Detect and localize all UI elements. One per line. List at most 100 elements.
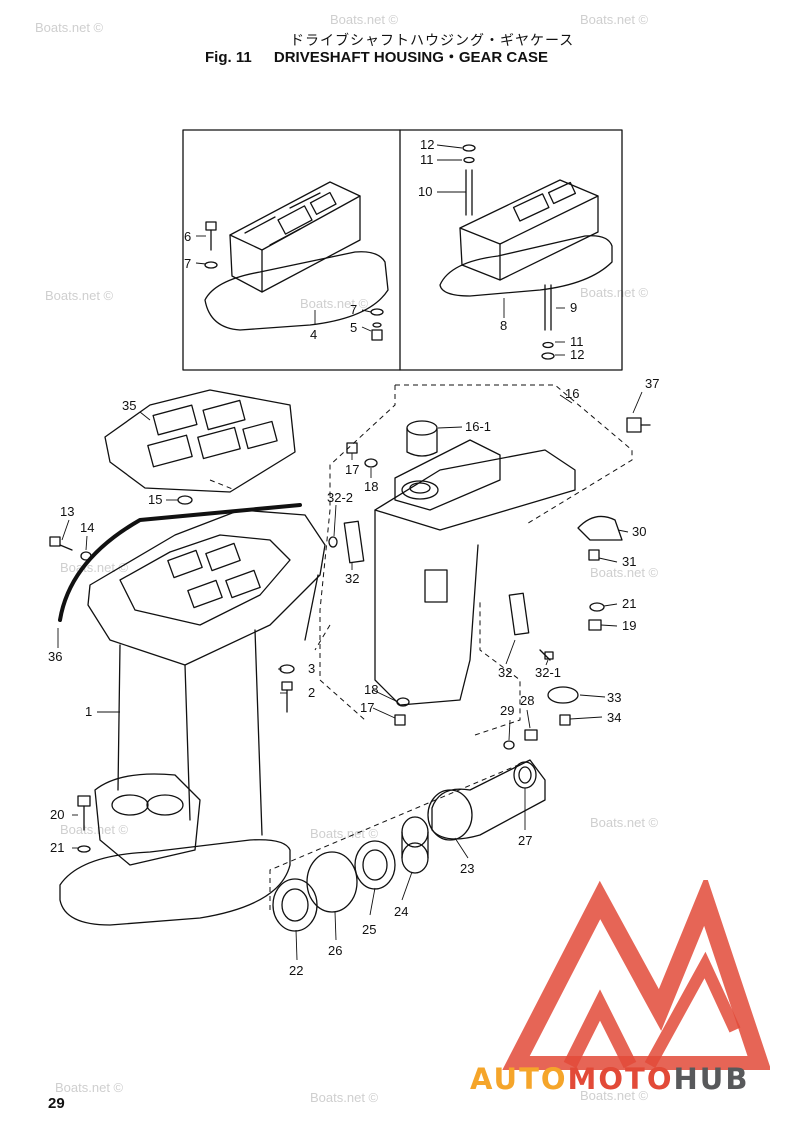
inset-frame bbox=[182, 129, 623, 371]
callout-11: 11 bbox=[420, 152, 434, 167]
bearing-25 bbox=[354, 840, 396, 890]
callout-12: 12 bbox=[570, 347, 584, 362]
watermark: Boats.net © bbox=[60, 822, 129, 837]
callout-24: 24 bbox=[394, 904, 408, 919]
bolt-13 bbox=[49, 536, 73, 551]
trim-tab-30 bbox=[577, 515, 623, 541]
brand-part-hub: HUB bbox=[673, 1062, 750, 1096]
callout-30: 30 bbox=[632, 524, 646, 539]
bolt-32-1 bbox=[539, 649, 554, 661]
callout-9: 9 bbox=[570, 300, 577, 315]
bolt-34 bbox=[559, 714, 571, 726]
watermark: Boats.net © bbox=[580, 12, 649, 27]
callout-31: 31 bbox=[622, 554, 636, 569]
callout-23: 23 bbox=[460, 861, 474, 876]
page-number: 29 bbox=[48, 1095, 65, 1112]
bearing-22 bbox=[272, 878, 318, 932]
inset-stud-10 bbox=[462, 144, 476, 216]
callout-32: 32 bbox=[498, 665, 512, 680]
callout-16-1: 16-1 bbox=[465, 419, 491, 434]
callout-5: 5 bbox=[350, 320, 357, 335]
inset-stud-9 bbox=[541, 284, 555, 360]
callout-18: 18 bbox=[364, 682, 378, 697]
watermark: Boats.net © bbox=[45, 288, 114, 303]
callout-28: 28 bbox=[520, 693, 534, 708]
callout-37: 37 bbox=[645, 376, 659, 391]
callout-36: 36 bbox=[48, 649, 62, 664]
anode-32b bbox=[508, 592, 530, 636]
callout-21: 21 bbox=[50, 840, 64, 855]
callout-21: 21 bbox=[622, 596, 636, 611]
watermark: Boats.net © bbox=[580, 1088, 649, 1103]
o-ring-26 bbox=[306, 851, 358, 913]
inset-housing-right bbox=[439, 179, 613, 297]
title-japanese: ドライブシャフトハウジング・ギヤケース bbox=[290, 32, 575, 48]
callout-3: 3 bbox=[308, 661, 315, 676]
callout-7: 7 bbox=[184, 256, 191, 271]
callout-18: 18 bbox=[364, 479, 378, 494]
watermark: Boats.net © bbox=[330, 12, 399, 27]
watermark: Boats.net © bbox=[590, 565, 659, 580]
callout-7: 7 bbox=[350, 302, 357, 317]
callout-19: 19 bbox=[622, 618, 636, 633]
bolt-2 bbox=[281, 681, 293, 713]
washer-14 bbox=[80, 551, 92, 561]
callout-1: 1 bbox=[85, 704, 92, 719]
bolt-17b bbox=[394, 714, 406, 726]
callout-15: 15 bbox=[148, 492, 162, 507]
callout-32: 32 bbox=[345, 571, 359, 586]
callout-33: 33 bbox=[607, 690, 621, 705]
watermark: Boats.net © bbox=[60, 560, 129, 575]
inset-bolt-6 bbox=[204, 221, 218, 269]
washer-3 bbox=[279, 664, 295, 674]
callout-11: 11 bbox=[570, 334, 584, 349]
washer-21b bbox=[589, 602, 605, 612]
callout-29: 29 bbox=[500, 703, 514, 718]
gasket-35 bbox=[104, 389, 296, 493]
callout-25: 25 bbox=[362, 922, 376, 937]
watermark: Boats.net © bbox=[35, 20, 104, 35]
washer-21 bbox=[77, 845, 91, 853]
anode-32 bbox=[343, 520, 365, 564]
callout-14: 14 bbox=[80, 520, 94, 535]
watermark: Boats.net © bbox=[590, 815, 659, 830]
callout-8: 8 bbox=[500, 318, 507, 333]
callout-22: 22 bbox=[289, 963, 303, 978]
callout-35: 35 bbox=[122, 398, 136, 413]
washer-18 bbox=[364, 458, 378, 468]
washer-29 bbox=[503, 740, 515, 750]
needle-bearing-24 bbox=[401, 816, 429, 874]
watermark: Boats.net © bbox=[310, 826, 379, 841]
bolt-19 bbox=[588, 619, 602, 631]
callout-2: 2 bbox=[308, 685, 315, 700]
brand-part-auto: AUTO bbox=[470, 1062, 568, 1096]
watermark: Boats.net © bbox=[580, 285, 649, 300]
watermark: Boats.net © bbox=[55, 1080, 124, 1095]
gear-case-16 bbox=[374, 439, 576, 706]
bearing-housing-23 bbox=[427, 759, 546, 841]
bushing-16-1 bbox=[406, 420, 438, 457]
brand-part-moto: MOTO bbox=[567, 1062, 674, 1096]
title-english: Fig. 11 DRIVESHAFT HOUSING・GEAR CASE bbox=[205, 46, 548, 67]
callout-34: 34 bbox=[607, 710, 621, 725]
callout-27: 27 bbox=[518, 833, 532, 848]
figure-label: Fig. 11 bbox=[205, 49, 252, 66]
inset-housing-left bbox=[204, 181, 389, 331]
callout-26: 26 bbox=[328, 943, 342, 958]
bolt-28 bbox=[524, 729, 538, 741]
watermark: Boats.net © bbox=[310, 1090, 379, 1105]
washer-32-2 bbox=[328, 536, 338, 548]
callout-32-1: 32-1 bbox=[535, 665, 561, 680]
callout-17: 17 bbox=[360, 700, 374, 715]
watermark: Boats.net © bbox=[300, 296, 369, 311]
driveshaft-housing-1 bbox=[59, 509, 326, 926]
hose-36 bbox=[58, 503, 302, 622]
figure-title: DRIVESHAFT HOUSING・GEAR CASE bbox=[273, 49, 549, 66]
brand-logo-icon bbox=[502, 880, 770, 1070]
callout-4: 4 bbox=[310, 327, 317, 342]
bolt-31 bbox=[588, 549, 600, 561]
callout-13: 13 bbox=[60, 504, 74, 519]
callout-16: 16 bbox=[565, 386, 579, 401]
anode-33 bbox=[547, 686, 579, 704]
